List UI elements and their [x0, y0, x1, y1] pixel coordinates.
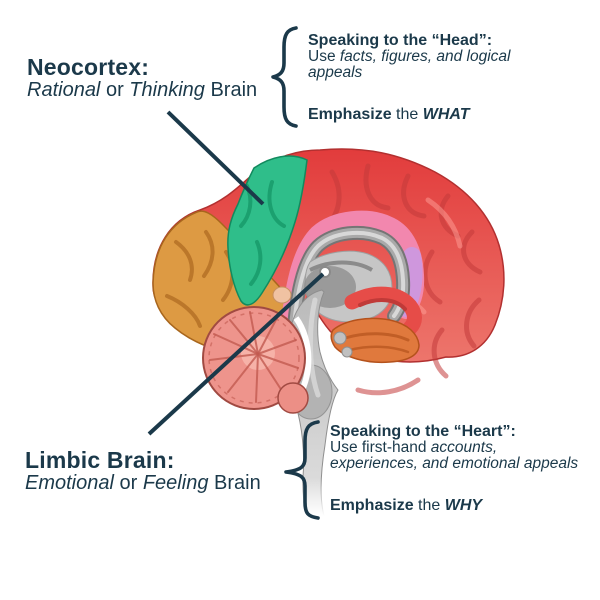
head-body-plain: Use [308, 48, 340, 65]
sulcus-stroke [267, 180, 286, 228]
colliculus-nodule [333, 331, 347, 345]
cerebellum-arbor-vitae [209, 311, 299, 403]
heart-callout-emphasis: Emphasize the WHY [330, 498, 592, 514]
heart-callout-brace [284, 420, 320, 520]
branch-stroke [213, 333, 259, 355]
limbic-title: Limbic Brain: [25, 447, 175, 473]
temporal-sulci-texture [343, 332, 410, 354]
heart-emph-bold: Emphasize [330, 497, 414, 514]
branch-stroke [227, 353, 259, 393]
neocortex-sub-italic2: Thinking [129, 79, 205, 101]
sulcus-stroke [363, 163, 391, 211]
limbic-sub-italic2: Feeling [142, 472, 209, 494]
sulcus-stroke [202, 230, 215, 278]
neocortex-subtitle: Rational or Thinking Brain [27, 79, 257, 102]
region-temporal-orange [330, 317, 420, 364]
cerebellar-tonsil [277, 382, 309, 414]
head-emph-bold: Emphasize [308, 106, 392, 123]
hippocampal-sulcus [358, 298, 407, 311]
neocortex-label: Neocortex: Rational or Thinking Brain [27, 55, 257, 102]
sulcus-stroke [165, 294, 202, 328]
limbic-label: Limbic Brain: Emotional or Feeling Brain [25, 448, 261, 495]
limbic-sub-italic1: Emotional [25, 472, 114, 494]
head-body-italic: facts, figures, and logical [339, 48, 511, 65]
neocortex-sub-end: Brain [204, 79, 258, 101]
sulcus-stroke [401, 173, 427, 219]
head-callout: Speaking to the “Head”: Use facts, figur… [308, 33, 568, 123]
head-callout-heading: Speaking to the “Head”: [308, 32, 493, 49]
corpus-callosum-highlight [291, 230, 406, 340]
annotations [147, 26, 325, 520]
cerebellum-scallop-ring [208, 312, 300, 404]
branch-stroke [257, 353, 285, 395]
sulcus-stroke [464, 297, 482, 349]
limbic-sub-mid: or [113, 472, 143, 494]
head-emph-mid: the [391, 106, 423, 123]
neocortex-pointer-line [166, 110, 265, 206]
sulcus-stroke [355, 377, 421, 396]
head-callout-line2: appeals [308, 64, 363, 81]
sulcus-stroke [422, 249, 443, 305]
heart-callout-line2: experiences, and emotional appeals [330, 455, 579, 472]
heart-emph-strong: WHY [444, 497, 483, 514]
heart-callout-heading: Speaking to the “Heart”: [330, 423, 516, 440]
neocortex-sub-italic1: Rational [27, 79, 101, 101]
heart-body-plain: Use first-hand [330, 439, 431, 456]
branch-stroke [249, 311, 259, 355]
limbic-sub-end: Brain [208, 472, 261, 494]
hippocampal-curl [344, 286, 422, 336]
heart-callout: Speaking to the “Heart”: Use first-hand … [330, 424, 592, 514]
head-emph-strong: WHAT [422, 106, 470, 123]
sulcus-stroke [348, 345, 410, 354]
branch-stroke [257, 315, 279, 355]
colliculus-nodule [341, 346, 353, 358]
highlight-stroke [425, 197, 463, 249]
sulcus-stroke [431, 327, 449, 379]
fornix-arc [309, 260, 374, 272]
branch-stroke [257, 353, 299, 369]
hypothalamus-blob [272, 286, 292, 304]
heart-body-italic: accounts, [430, 439, 498, 456]
heart-callout-line1: Use first-hand accounts, [330, 440, 592, 456]
branch-stroke [255, 353, 259, 403]
sulcus-stroke [174, 240, 194, 282]
neocortex-title: Neocortex: [27, 54, 150, 80]
neocortex-sub-mid: or [100, 79, 130, 101]
branch-stroke [229, 319, 259, 355]
sulcus-stroke [461, 229, 483, 275]
head-callout-line1: Use facts, figures, and logical [308, 49, 568, 65]
head-callout-emphasis: Emphasize the WHAT [308, 107, 568, 123]
limbic-pointer-line [147, 272, 325, 436]
sulcus-stroke [249, 240, 263, 286]
limbic-subtitle: Emotional or Feeling Brain [25, 472, 261, 495]
sulcus-stroke [343, 332, 410, 342]
head-callout-brace [271, 26, 298, 128]
branch-stroke [257, 339, 297, 355]
heart-emph-mid: the [413, 497, 445, 514]
